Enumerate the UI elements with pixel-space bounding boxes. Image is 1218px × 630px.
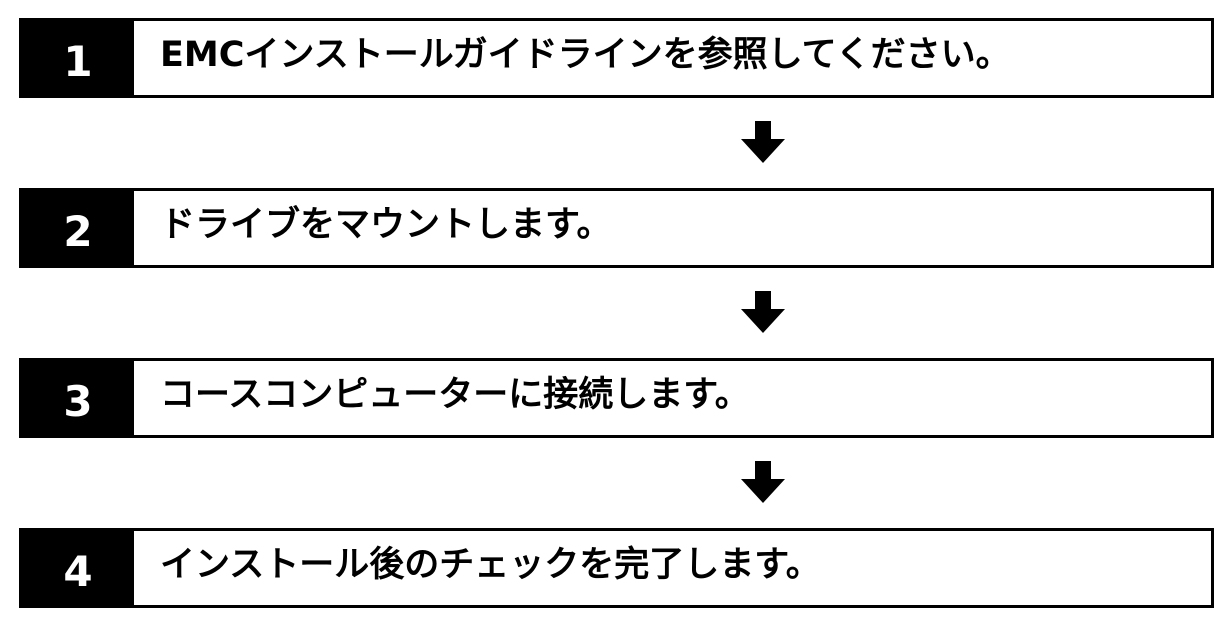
step-text-3: コースコンピューターに接続します。 (160, 374, 750, 415)
down-arrow-icon (741, 461, 785, 503)
step-number-4: 4 (22, 531, 134, 605)
step-text-2: ドライブをマウントします。 (160, 204, 612, 245)
step-box-3: 3 コースコンピューターに接続します。 (19, 358, 1214, 438)
down-arrow-icon (741, 121, 785, 163)
down-arrow-icon (741, 291, 785, 333)
step-text-1: EMCインストールガイドラインを参照してください。 (160, 34, 1011, 75)
step-number-2: 2 (22, 191, 134, 265)
step-number-3: 3 (22, 361, 134, 435)
step-box-4: 4 インストール後のチェックを完了します。 (19, 528, 1214, 608)
step-number-1: 1 (22, 21, 134, 95)
step-box-1: 1 EMCインストールガイドラインを参照してください。 (19, 18, 1214, 98)
step-text-4: インストール後のチェックを完了します。 (160, 544, 821, 585)
step-box-2: 2 ドライブをマウントします。 (19, 188, 1214, 268)
